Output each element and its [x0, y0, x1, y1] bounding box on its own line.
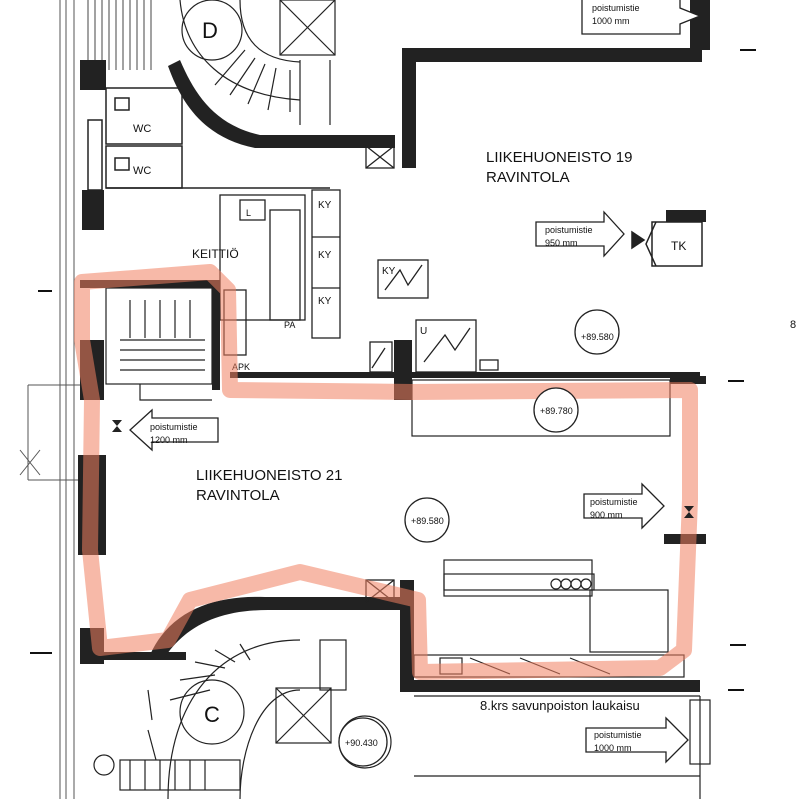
- exit-arrow-top-right: poistumistie 1000 mm: [581, 0, 702, 35]
- exit-markers: [112, 420, 694, 518]
- ky-label-4: KY: [382, 266, 396, 277]
- wc-bottom-label: WC: [133, 165, 151, 177]
- premises-21-line1: LIIKEHUONEISTO 21: [196, 467, 342, 484]
- svg-text:poistumistie: poistumistie: [594, 730, 642, 740]
- u-label: U: [420, 326, 427, 337]
- exit-arrow-lower-right: poistumistie 900 mm: [583, 482, 665, 530]
- level-upper-room: +89.580: [581, 332, 614, 342]
- stair-c: [93, 639, 392, 799]
- left-margin-lines: [19, 0, 80, 799]
- premises-21-line2: RAVINTOLA: [196, 487, 280, 504]
- kitchen-fixtures: [219, 189, 499, 373]
- tk-box: [631, 221, 703, 267]
- svg-text:poistumistie: poistumistie: [150, 422, 198, 432]
- edge-mark: 8: [790, 319, 796, 331]
- l-label: L: [246, 208, 251, 218]
- exit-arrow-left: poistumistie 1200 mm: [129, 408, 219, 452]
- ky-label-1: KY: [318, 200, 332, 211]
- smoke-vent-note: 8.krs savunpoiston laukaisu: [480, 698, 640, 713]
- corridor-counter: [411, 379, 671, 437]
- premises-21-highlight: [74, 264, 698, 680]
- svg-text:900 mm: 900 mm: [590, 510, 623, 520]
- svg-text:poistumistie: poistumistie: [590, 497, 638, 507]
- svg-text:1000 mm: 1000 mm: [594, 743, 632, 753]
- level-bottom-stair: +90.430: [345, 738, 378, 748]
- level-circles: [338, 309, 620, 767]
- ky-label-2: KY: [318, 250, 332, 261]
- right-edge-ticks: [728, 49, 756, 691]
- top-left-stair-hatching: [87, 0, 152, 70]
- premises-19-line2: RAVINTOLA: [486, 169, 570, 186]
- exit-arrow-bottom-right: poistumistie 1000 mm: [585, 716, 689, 764]
- kitchen-label: KEITTIÖ: [192, 247, 239, 261]
- svg-text:950 mm: 950 mm: [545, 238, 578, 248]
- apk-label: APK: [232, 362, 250, 372]
- stair-d-label: D: [202, 18, 218, 43]
- level-lower-room: +89.580: [411, 516, 444, 526]
- stair-c-label: C: [204, 702, 220, 727]
- stair-d: [179, 0, 336, 125]
- svg-text:poistumistie: poistumistie: [592, 3, 640, 13]
- svg-text:poistumistie: poistumistie: [545, 225, 593, 235]
- wc-top-label: WC: [133, 123, 151, 135]
- premises-19-line1: LIIKEHUONEISTO 19: [486, 149, 632, 166]
- level-corridor: +89.780: [540, 406, 573, 416]
- exit-arrow-upper-right: poistumistie 950 mm: [535, 210, 625, 258]
- bar-counter: [413, 559, 685, 678]
- wc-rooms: [87, 87, 330, 191]
- left-ticks: [30, 290, 52, 654]
- tk-label: TK: [671, 239, 686, 253]
- smoke-vent-room: [414, 695, 711, 799]
- svg-text:1200 mm: 1200 mm: [150, 435, 188, 445]
- pa-label: PA: [284, 320, 295, 330]
- svg-text:1000 mm: 1000 mm: [592, 16, 630, 26]
- kitchen-stair: [105, 287, 213, 401]
- ky-label-3: KY: [318, 296, 332, 307]
